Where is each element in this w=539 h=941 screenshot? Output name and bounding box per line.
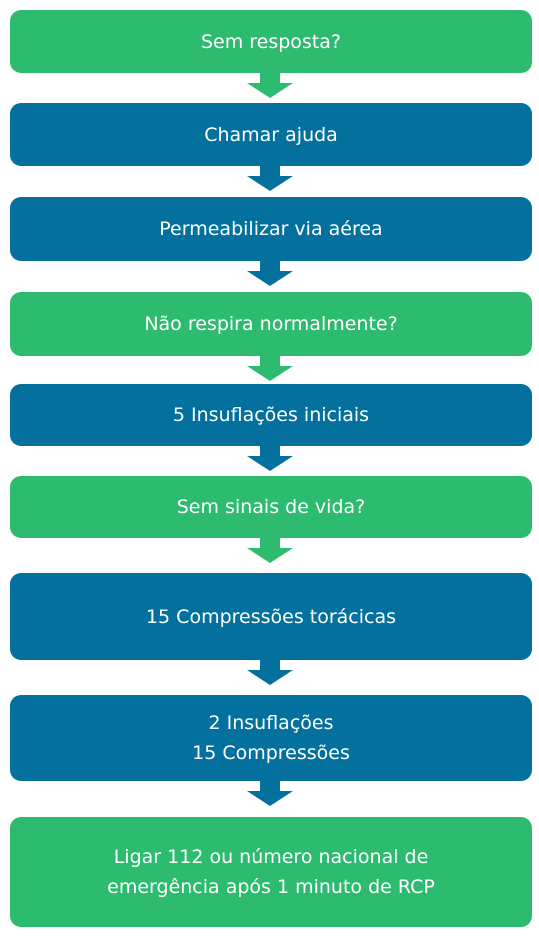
arrow-down-icon [247,355,293,381]
arrow-down-icon [247,659,293,685]
step-insuflacoes-compressoes: 2 Insuflações 15 Compressões [10,695,532,781]
step-label: Ligar 112 ou número nacional de emergênc… [107,846,435,898]
arrow-down-icon [247,537,293,563]
step-label: 5 Insuflações iniciais [172,404,370,426]
arrow-down-icon [247,165,293,191]
step-sem-resposta: Sem resposta? [10,10,532,73]
arrow-down-icon [247,260,293,286]
step-label: 15 Compressões torácicas [145,605,397,628]
arrow-down-icon [247,445,293,471]
step-label: 2 Insuflações 15 Compressões [192,712,350,764]
step-ligar-112: Ligar 112 ou número nacional de emergênc… [10,817,532,927]
step-compressoes-toracicas: 15 Compressões torácicas [10,573,532,660]
step-label: Chamar ajuda [204,123,338,146]
step-chamar-ajuda: Chamar ajuda [10,103,532,166]
arrow-down-icon [247,780,293,806]
step-insuflacoes-iniciais: 5 Insuflações iniciais [10,384,532,446]
step-permeabilizar-via-aerea: Permeabilizar via aérea [10,197,532,261]
step-label: Permeabilizar via aérea [159,218,383,240]
step-nao-respira-normalmente: Não respira normalmente? [10,292,532,356]
step-label: Sem sinais de vida? [176,496,366,518]
step-label: Não respira normalmente? [144,313,398,335]
step-sem-sinais-de-vida: Sem sinais de vida? [10,476,532,538]
arrow-down-icon [247,72,293,98]
step-label: Sem resposta? [200,30,342,53]
